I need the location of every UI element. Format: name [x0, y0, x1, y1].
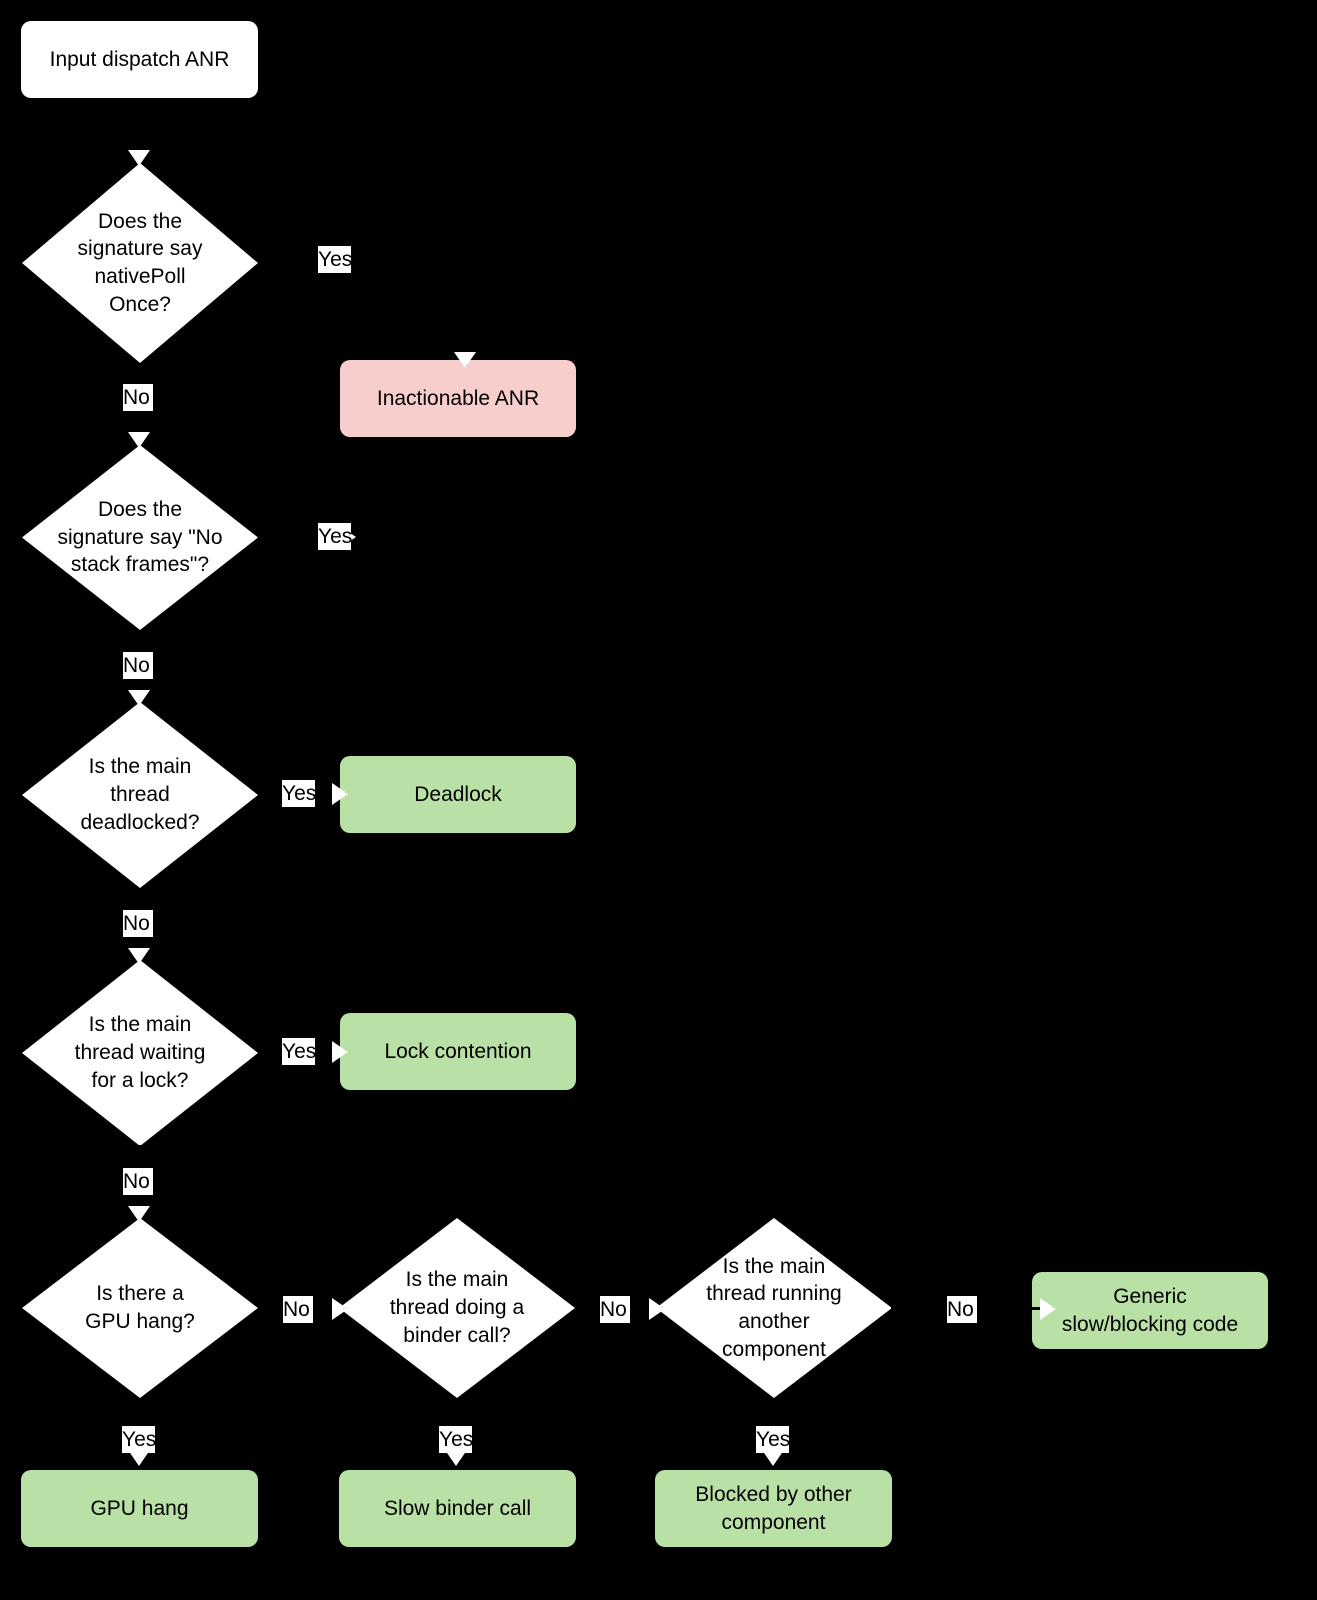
edge-label-no-other-component: No [947, 1296, 977, 1324]
arrowhead-q6-no-to-q7 [649, 1298, 665, 1320]
arrowhead-start-to-q1 [128, 150, 150, 166]
decision-label: Is the main thread waiting for a lock? [74, 1013, 206, 1092]
edge-label-yes-nativepollonce: Yes [318, 246, 352, 274]
node-outcome-lock-contention[interactable]: Lock contention [340, 1013, 576, 1090]
arrowhead-q4-yes-to-lock [332, 1041, 348, 1063]
edge-label-no-nativepollonce: No [123, 384, 153, 412]
arrowhead-q1-no-to-q2 [128, 432, 150, 448]
node-outcome-blocked-by-other-component[interactable]: Blocked by other component [655, 1470, 892, 1547]
arrowhead-q4-no-to-q5 [128, 1206, 150, 1222]
edge-label-yes-nostackframes: Yes [318, 523, 352, 551]
edge-q1-yes-horizontal [258, 262, 463, 265]
arrowhead-q3-no-to-q4 [128, 948, 150, 964]
arrowhead-q5-yes-to-gpuhang [128, 1450, 150, 1466]
edge-label-no-waiting-lock: No [123, 1168, 153, 1196]
decision-label: Is the main thread deadlocked? [80, 755, 200, 834]
arrowhead-q2-no-to-q3 [128, 690, 150, 706]
node-outcome-slow-binder-call[interactable]: Slow binder call [339, 1470, 576, 1547]
arrowhead-q5-no-to-q6 [332, 1298, 348, 1320]
decision-label: Does the signature say nativePoll Once? [77, 209, 203, 316]
edge-label-no-binder-call: No [600, 1296, 630, 1324]
edge-label-yes-gpu-hang: Yes [122, 1426, 156, 1454]
edge-start-to-q1 [138, 98, 141, 163]
node-decision-waiting-for-lock[interactable]: Is the main thread waiting for a lock? [22, 960, 258, 1146]
arrowhead-q3-yes-to-deadlock [332, 783, 348, 805]
node-decision-nativepollonce[interactable]: Does the signature say nativePoll Once? [22, 163, 258, 363]
arrowhead-q1-yes-to-inactionable [454, 352, 476, 368]
node-outcome-inactionable-anr[interactable]: Inactionable ANR [340, 360, 576, 437]
node-decision-running-another-component[interactable]: Is the main thread running another compo… [656, 1218, 892, 1398]
arrowhead-q7-yes-to-blocked [762, 1450, 784, 1466]
node-outcome-gpu-hang[interactable]: GPU hang [21, 1470, 258, 1547]
node-outcome-deadlock[interactable]: Deadlock [340, 756, 576, 833]
edge-label-yes-binder-call: Yes [439, 1426, 473, 1454]
edge-label-yes-deadlocked: Yes [282, 780, 316, 808]
edge-label-no-gpu-hang: No [283, 1296, 313, 1324]
edge-q2-yes [258, 535, 353, 538]
decision-label: Is there a GPU hang? [85, 1282, 195, 1333]
edge-q1-yes-vertical [464, 262, 467, 366]
edge-label-yes-other-component: Yes [756, 1426, 790, 1454]
edge-label-yes-waiting-lock: Yes [282, 1038, 316, 1066]
node-outcome-generic-slow-blocking-code[interactable]: Generic slow/blocking code [1032, 1272, 1268, 1349]
node-decision-no-stack-frames[interactable]: Does the signature say "No stack frames"… [22, 445, 258, 630]
decision-label: Is the main thread running another compo… [706, 1254, 842, 1361]
edge-label-no-nostackframes: No [123, 652, 153, 680]
edge-label-no-deadlocked: No [123, 910, 153, 938]
node-decision-binder-call[interactable]: Is the main thread doing a binder call? [339, 1218, 575, 1398]
node-decision-gpu-hang[interactable]: Is there a GPU hang? [22, 1218, 258, 1398]
arrowhead-q6-yes-to-binder [445, 1450, 467, 1466]
node-decision-main-thread-deadlocked[interactable]: Is the main thread deadlocked? [22, 702, 258, 888]
decision-label: Is the main thread doing a binder call? [389, 1268, 525, 1347]
node-start-input-dispatch-anr[interactable]: Input dispatch ANR [21, 21, 258, 98]
arrowhead-q7-no-to-generic [1040, 1298, 1056, 1320]
decision-label: Does the signature say "No stack frames"… [57, 497, 223, 577]
